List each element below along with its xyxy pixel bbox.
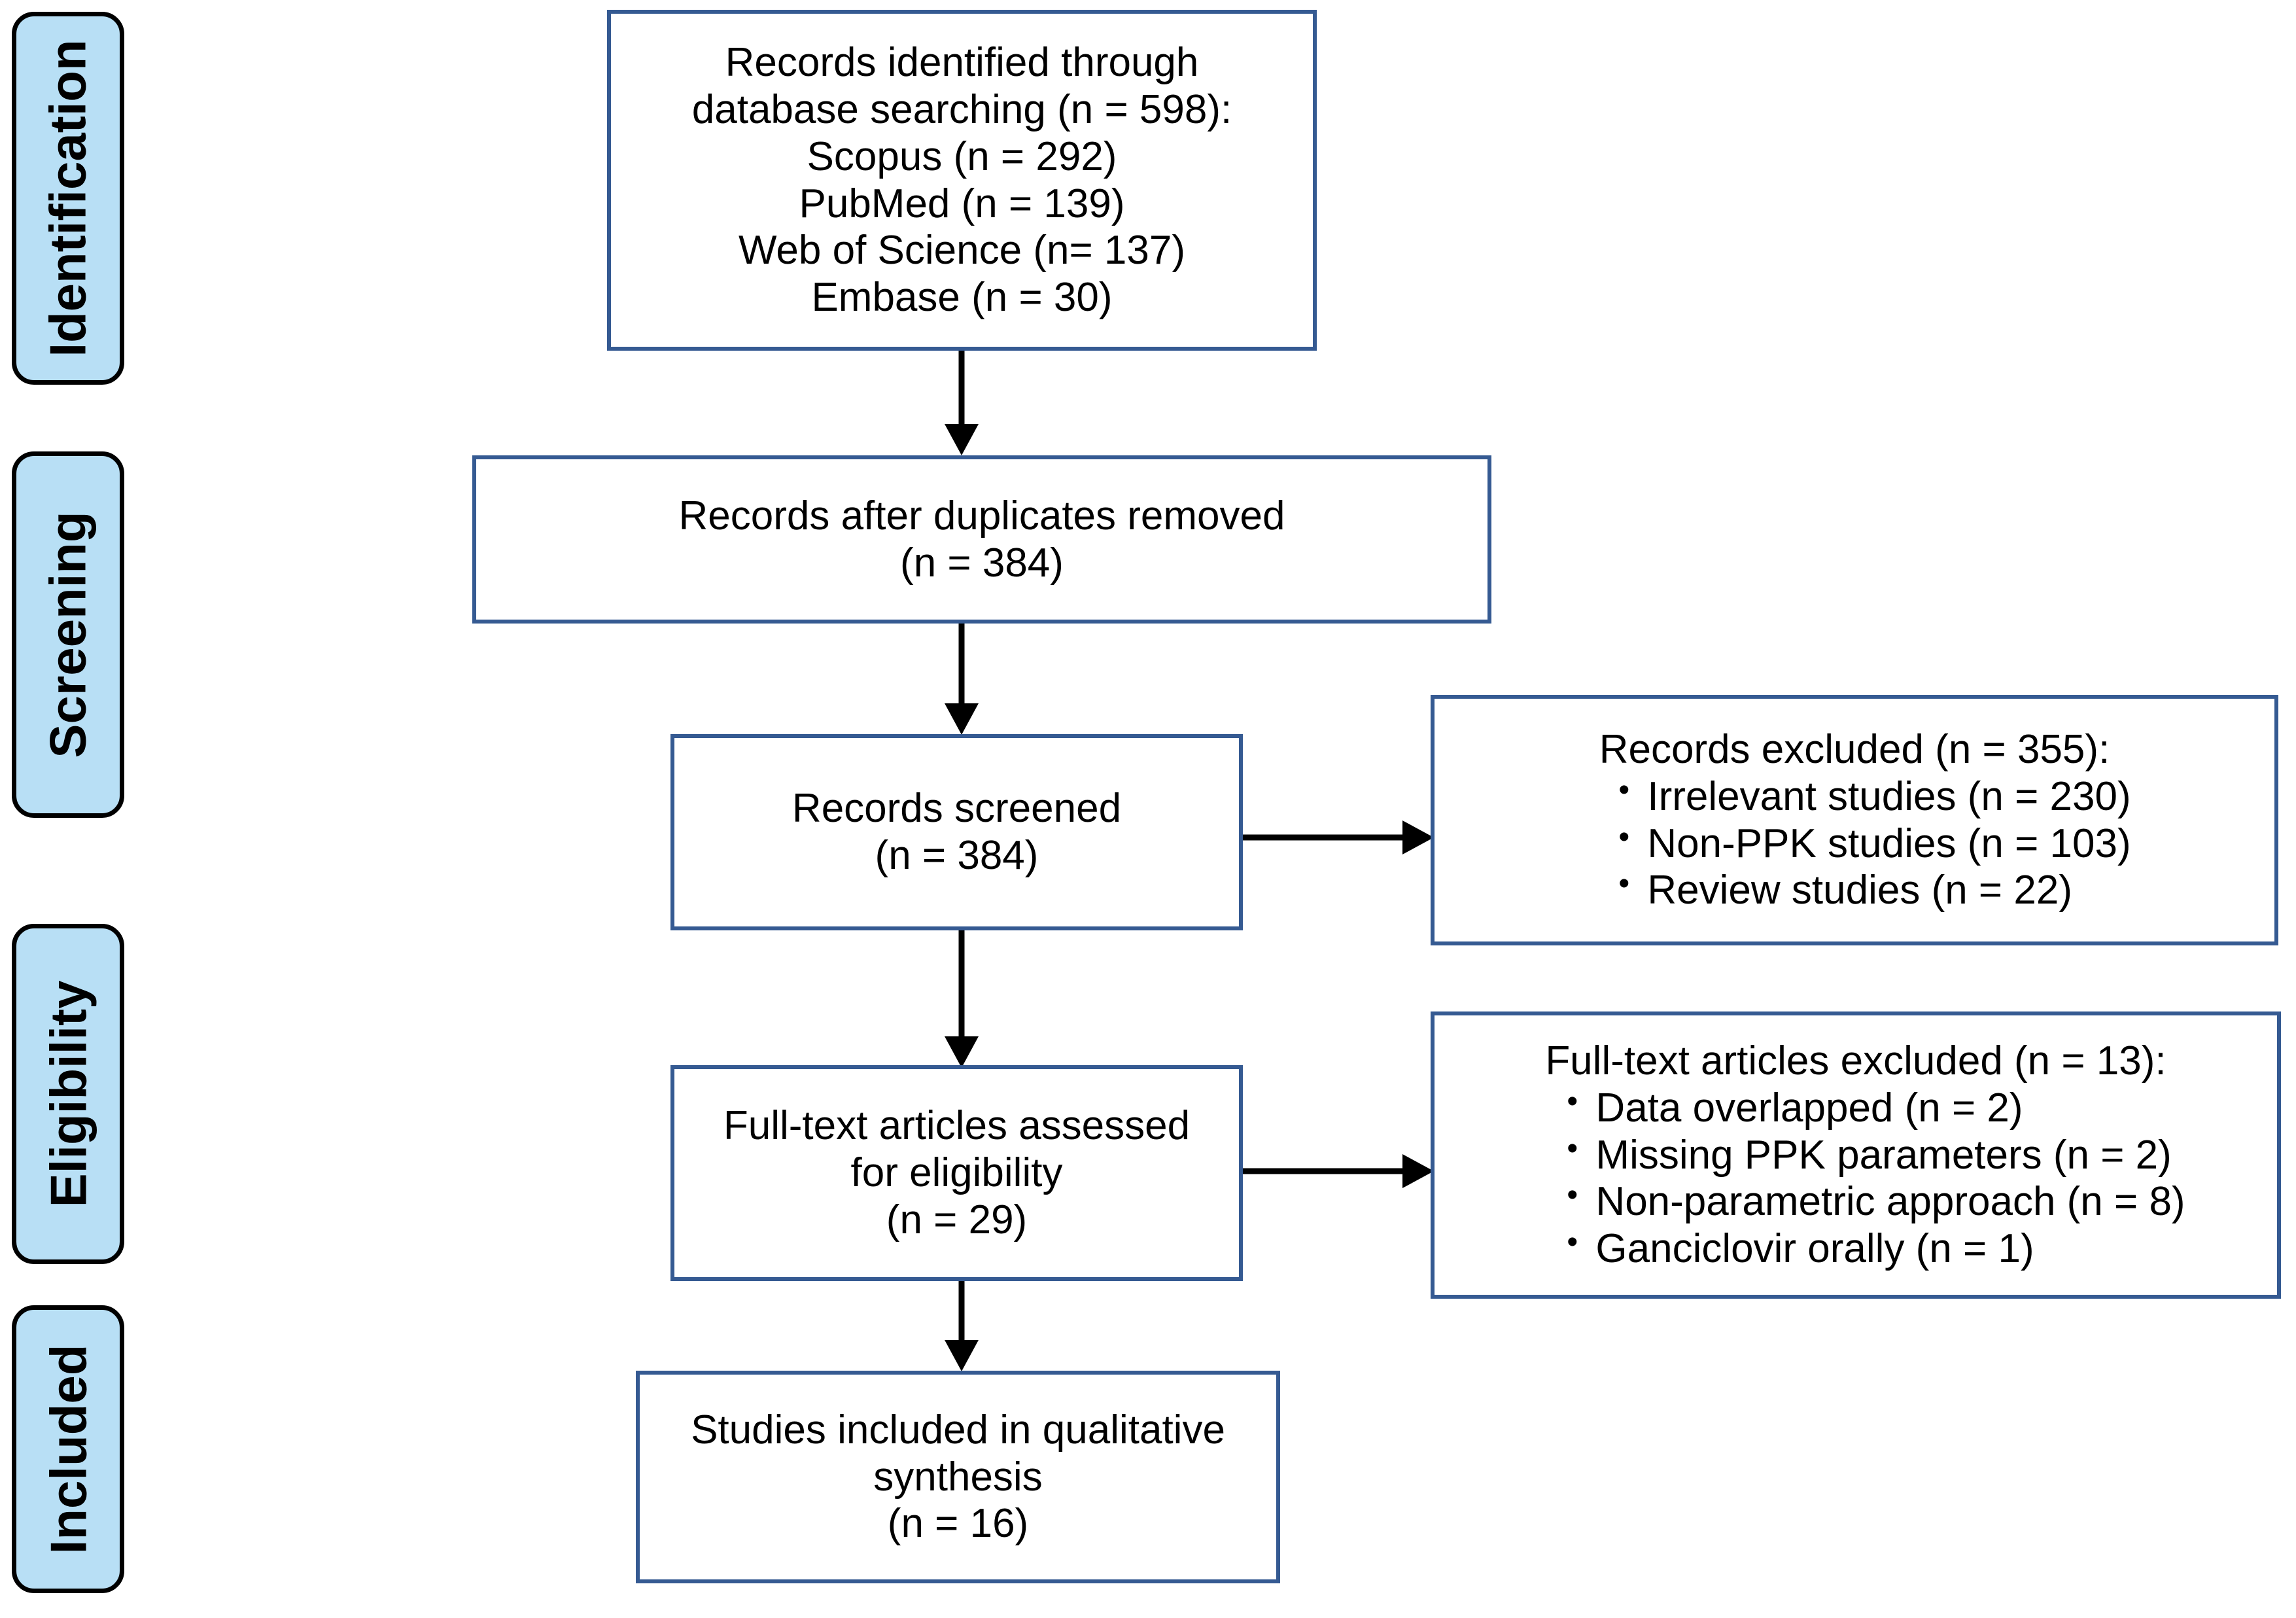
box-records-identified-line-2: database searching (n = 598): <box>691 86 1232 132</box>
box-studies-included-line-2: synthesis <box>873 1454 1043 1500</box>
arrow-identified-to-duplicates <box>935 351 988 457</box>
stage-eligibility-label: Eligibility <box>39 980 97 1208</box>
box-fulltext-excluded-heading: Full-text articles excluded (n = 13): <box>1545 1038 2166 1083</box>
stage-identification: Identification <box>12 12 124 385</box>
arrow-duplicates-to-screened <box>935 624 988 736</box>
box-fulltext-assessed: Full-text articles assessed for eligibil… <box>670 1065 1243 1281</box>
box-studies-included: Studies included in qualitative synthesi… <box>636 1371 1280 1583</box>
box-fulltext-excluded-list: Data overlapped (n = 2) Missing PPK para… <box>1526 1083 2185 1273</box>
box-fulltext-assessed-line-3: (n = 29) <box>886 1197 1028 1242</box>
stage-included: Included <box>12 1305 124 1593</box>
arrow-fulltext-to-included <box>935 1281 988 1373</box>
box-records-after-duplicates-line-2: (n = 384) <box>900 540 1064 586</box>
box-studies-included-line-3: (n = 16) <box>887 1501 1029 1547</box>
box-records-identified-line-6: Embase (n = 30) <box>811 275 1113 321</box>
box-records-identified: Records identified through database sear… <box>607 10 1317 351</box>
stage-screening: Screening <box>12 451 124 818</box>
arrow-screened-to-fulltext <box>935 930 988 1069</box>
box-records-identified-line-5: Web of Science (n= 137) <box>739 228 1185 273</box>
box-records-screened-line-2: (n = 384) <box>875 833 1039 878</box>
arrow-screened-to-records-excluded <box>1243 811 1436 864</box>
box-records-excluded: Records excluded (n = 355): Irrelevant s… <box>1431 695 2278 945</box>
list-item: Data overlapped (n = 2) <box>1567 1083 2185 1132</box>
arrow-fulltext-to-fulltext-excluded <box>1243 1145 1436 1197</box>
box-records-screened: Records screened (n = 384) <box>670 734 1243 930</box>
box-records-identified-line-1: Records identified through <box>725 39 1199 85</box>
box-records-identified-line-3: Scopus (n = 292) <box>807 133 1117 179</box>
box-records-excluded-heading: Records excluded (n = 355): <box>1599 726 2110 772</box>
box-records-after-duplicates: Records after duplicates removed (n = 38… <box>472 455 1491 624</box>
stage-identification-label: Identification <box>39 39 97 357</box>
box-records-screened-line-1: Records screened <box>791 786 1122 832</box>
box-records-excluded-list: Irrelevant studies (n = 230) Non-PPK stu… <box>1578 772 2131 915</box>
list-item: Missing PPK parameters (n = 2) <box>1567 1131 2185 1179</box>
stage-included-label: Included <box>39 1344 97 1555</box>
box-fulltext-assessed-line-1: Full-text articles assessed <box>723 1103 1191 1149</box>
list-item: Non-PPK studies (n = 103) <box>1618 819 2131 868</box>
stage-eligibility: Eligibility <box>12 924 124 1264</box>
box-records-identified-line-4: PubMed (n = 139) <box>799 181 1125 226</box>
list-item: Non-parametric approach (n = 8) <box>1567 1177 2185 1225</box>
box-records-after-duplicates-line-1: Records after duplicates removed <box>678 493 1285 538</box>
list-item: Review studies (n = 22) <box>1618 866 2131 914</box>
box-fulltext-assessed-line-2: for eligibility <box>850 1150 1063 1196</box>
list-item: Ganciclovir orally (n = 1) <box>1567 1224 2185 1273</box>
list-item: Irrelevant studies (n = 230) <box>1618 772 2131 820</box>
stage-screening-label: Screening <box>39 511 97 758</box>
box-fulltext-excluded: Full-text articles excluded (n = 13): Da… <box>1431 1011 2281 1299</box>
box-studies-included-line-1: Studies included in qualitative <box>691 1407 1225 1452</box>
